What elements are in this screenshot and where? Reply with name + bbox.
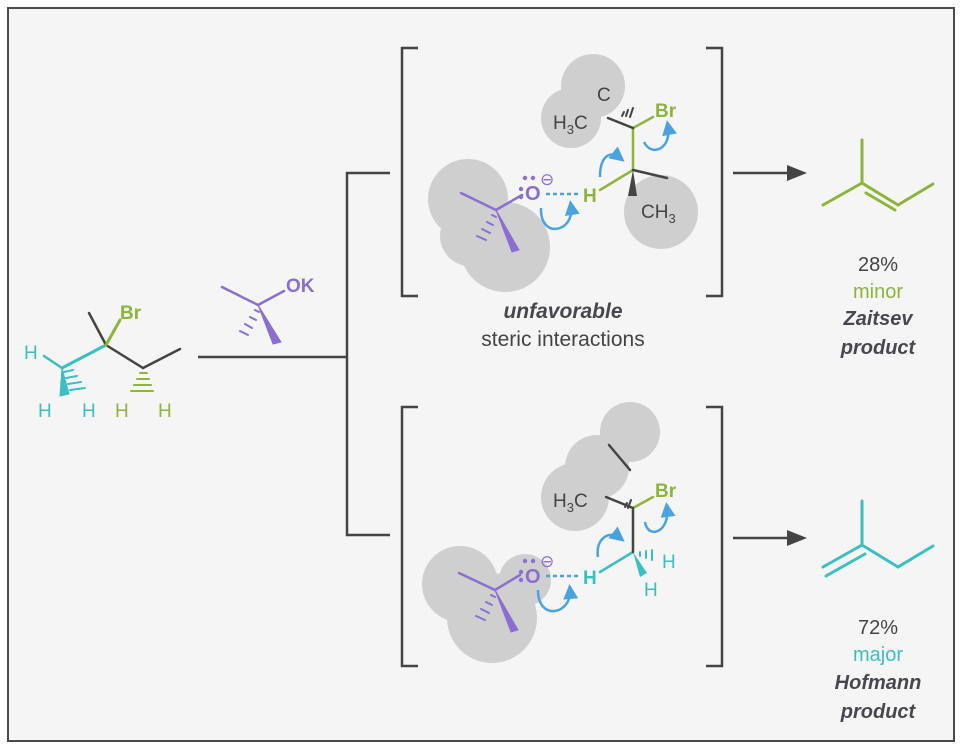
- top-charge-label: ⊖: [540, 170, 554, 189]
- zaitsev-product-word: product: [840, 337, 917, 359]
- zaitsev-product-structure: [821, 138, 935, 212]
- hofmann-label: major: [853, 644, 903, 666]
- bottom-h-right-2: H: [644, 580, 658, 601]
- top-c-fragment: C: [597, 85, 611, 106]
- bottom-bracket-left: [400, 405, 418, 668]
- top-tbuo-skeleton: [459, 191, 524, 253]
- top-lone-pairs: [518, 175, 536, 200]
- top-steric-clouds: [428, 54, 698, 292]
- hofmann-product-word: product: [840, 701, 917, 723]
- bottom-curved-arrows: [536, 502, 676, 613]
- top-curved-arrows: [539, 120, 677, 230]
- top-oxygen-label: O: [525, 183, 541, 205]
- bottom-bracket-right: [706, 405, 724, 668]
- bottom-lone-pairs: [518, 558, 536, 583]
- reactant-h-left-bottom-2: H: [82, 401, 96, 422]
- top-ch3-group: CH3: [641, 202, 676, 226]
- top-h3c-group: H3C: [553, 113, 588, 137]
- hofmann-name: Hofmann: [835, 672, 922, 694]
- top-br-label: Br: [655, 101, 677, 122]
- bottom-br-label: Br: [655, 481, 677, 502]
- base-tbuok: [220, 285, 286, 345]
- bottom-substrate-skeleton: [598, 443, 655, 577]
- branch-connector: [198, 171, 390, 537]
- top-bracket-right: [706, 46, 724, 298]
- reactant-h-right-1: H: [115, 401, 129, 422]
- zaitsev-percent: 28%: [858, 254, 898, 276]
- bottom-tbuo-skeleton: [457, 571, 522, 633]
- zaitsev-name: Zaitsev: [843, 308, 915, 330]
- hofmann-percent: 72%: [858, 617, 898, 639]
- bottom-steric-clouds: [422, 402, 660, 663]
- top-hydrogen-label: H: [583, 186, 597, 207]
- reactant-h-left-bottom-1: H: [38, 401, 52, 422]
- top-bracket-left: [400, 46, 418, 298]
- reactant-br-label: Br: [120, 303, 142, 324]
- hofmann-product-structure: [821, 499, 935, 578]
- reactant-molecule: [42, 311, 182, 397]
- reactant-h-left-top: H: [24, 343, 38, 364]
- bottom-h-right-1: H: [662, 552, 676, 573]
- reactant-h-right-2: H: [158, 401, 172, 422]
- zaitsev-label: minor: [853, 281, 903, 303]
- bottom-oxygen-label: O: [525, 566, 541, 588]
- bottom-h3c-group: H3C: [553, 491, 588, 515]
- base-ok-label: OK: [286, 276, 315, 297]
- bottom-charge-label: ⊖: [540, 552, 554, 571]
- top-caption-rest: steric interactions: [481, 328, 644, 351]
- top-caption-emphasis: unfavorable: [503, 300, 622, 323]
- bottom-hydrogen-label: H: [583, 568, 597, 589]
- top-substrate-skeleton: [598, 107, 669, 196]
